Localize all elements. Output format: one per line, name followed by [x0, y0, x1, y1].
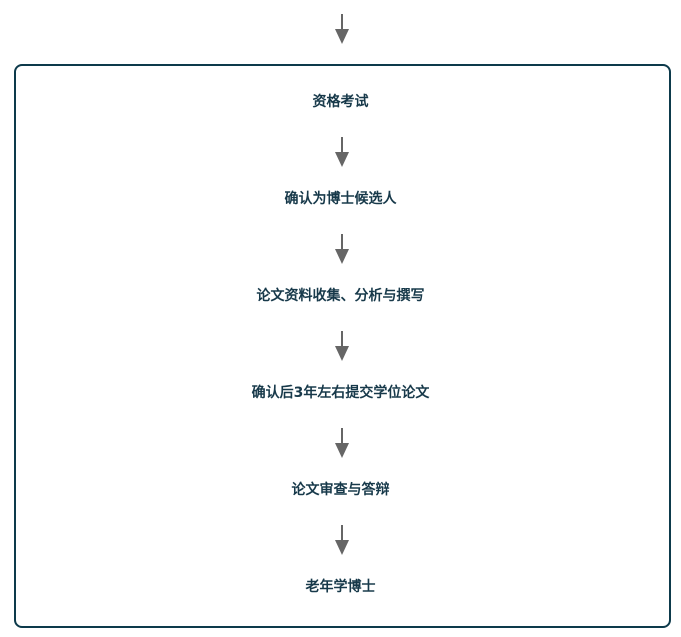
step-candidate: 确认为博士候选人 — [284, 191, 397, 207]
arrow-down-icon — [335, 331, 349, 361]
step-research-writing: 论文资料收集、分析与撰写 — [256, 288, 425, 304]
arrow-down-icon — [335, 14, 349, 44]
arrow-down-icon — [335, 137, 349, 167]
step-qualifying-exam: 资格考试 — [312, 94, 369, 110]
arrow-down-icon — [335, 234, 349, 264]
arrow-down-icon — [335, 525, 349, 555]
step-review-defense: 论文审查与答辩 — [291, 482, 390, 498]
arrow-down-icon — [335, 428, 349, 458]
step-submit-thesis: 确认后3年左右提交学位论文 — [251, 385, 430, 401]
process-container — [14, 64, 671, 628]
step-doctorate: 老年学博士 — [305, 579, 376, 595]
